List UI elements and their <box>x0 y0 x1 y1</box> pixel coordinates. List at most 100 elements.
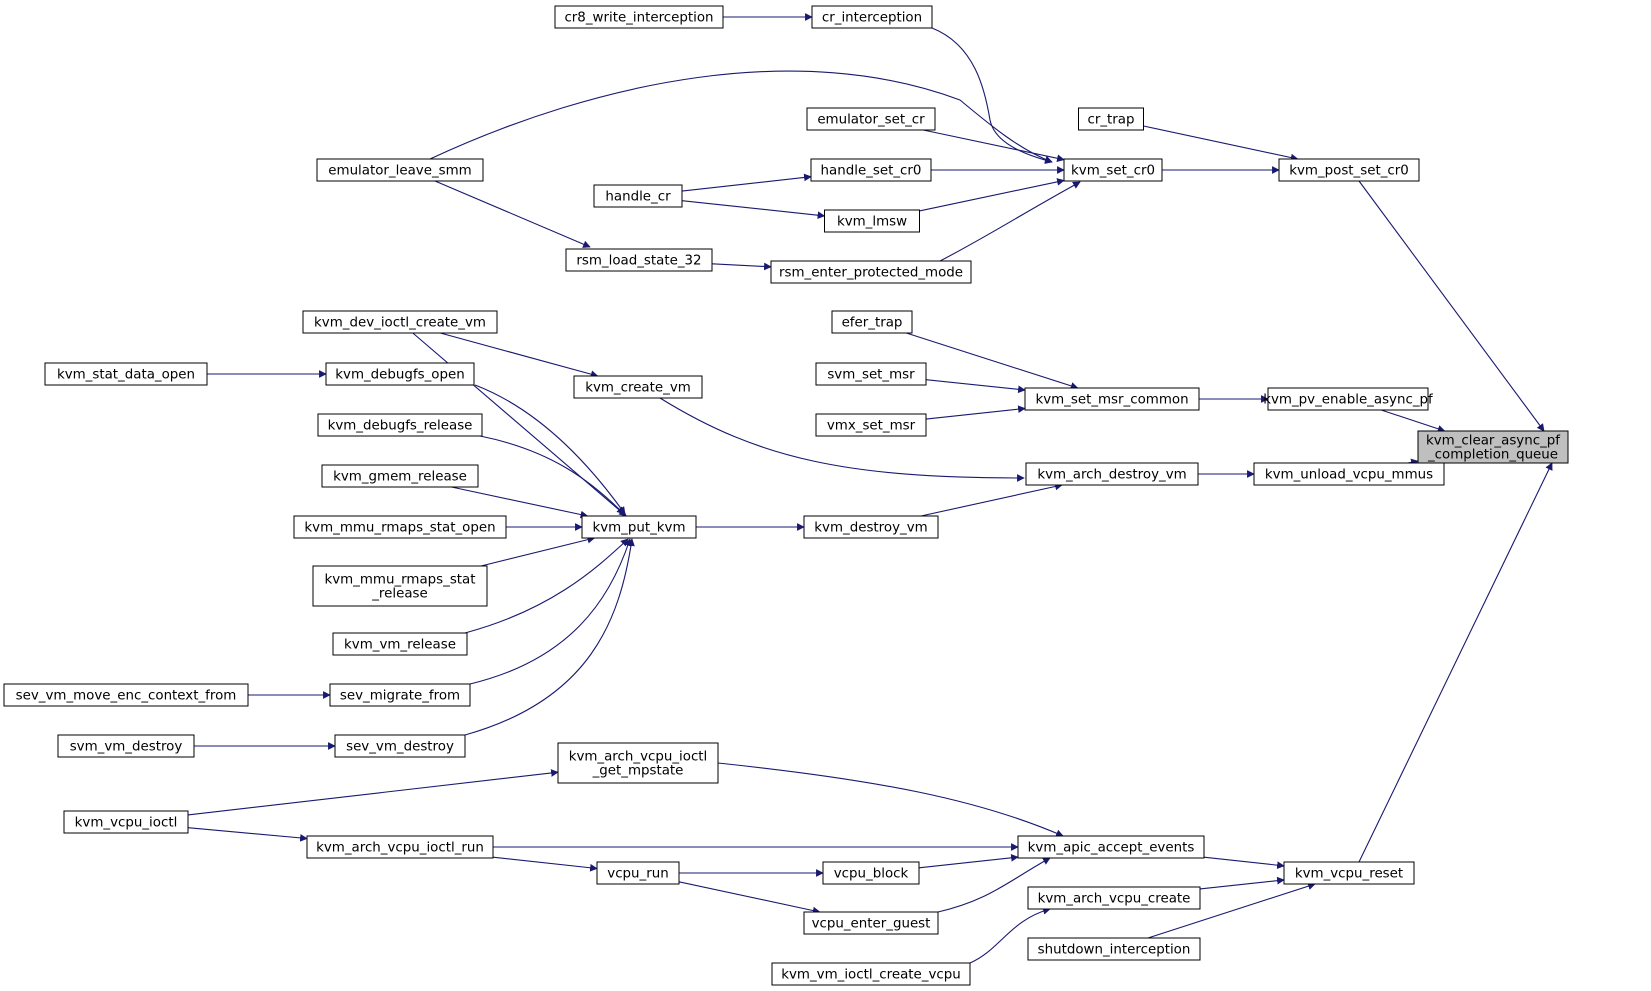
node-kvm_apic_accept_events[interactable]: kvm_apic_accept_events <box>1017 835 1205 859</box>
node-kvm_create_vm[interactable]: kvm_create_vm <box>573 375 703 399</box>
node-rsm_enter_protected_mode[interactable]: rsm_enter_protected_mode <box>770 260 972 284</box>
node-handle_cr[interactable]: handle_cr <box>593 184 683 208</box>
node-kvm_debugfs_release[interactable]: kvm_debugfs_release <box>317 413 483 437</box>
node-box <box>316 158 484 182</box>
node-label: svm_set_msr <box>827 368 915 383</box>
node-kvm_vm_release[interactable]: kvm_vm_release <box>332 632 468 656</box>
node-kvm_set_cr0[interactable]: kvm_set_cr0 <box>1063 158 1163 182</box>
node-kvm_vcpu_ioctl[interactable]: kvm_vcpu_ioctl <box>63 810 189 834</box>
node-box <box>329 683 471 707</box>
node-kvm_mmu_rmaps_stat_open[interactable]: kvm_mmu_rmaps_stat_open <box>293 515 507 539</box>
edge-handle_cr-to-handle_set_cr0 <box>681 173 812 192</box>
node-kvm_arch_vcpu_create[interactable]: kvm_arch_vcpu_create <box>1027 886 1201 910</box>
node-kvm_debugfs_open[interactable]: kvm_debugfs_open <box>325 362 475 386</box>
node-label: kvm_vcpu_ioctl <box>75 816 178 831</box>
node-label: kvm_set_cr0 <box>1071 164 1155 179</box>
node-label: kvm_set_msr_common <box>1035 393 1188 408</box>
node-box <box>573 375 703 399</box>
node-efer_trap[interactable]: efer_trap <box>831 310 913 334</box>
node-vcpu_enter_guest[interactable]: vcpu_enter_guest <box>803 911 939 935</box>
node-kvm_dev_ioctl_create_vm[interactable]: kvm_dev_ioctl_create_vm <box>302 310 498 334</box>
node-sev_vm_move_enc_context_from[interactable]: sev_vm_move_enc_context_from <box>3 683 249 707</box>
node-label: _release <box>371 587 428 602</box>
node-box <box>565 248 713 272</box>
node-emulator_set_cr[interactable]: emulator_set_cr <box>806 107 936 131</box>
edge-kvm_create_vm-to-kvm_arch_destroy_vm <box>659 397 1025 482</box>
node-svm_set_msr[interactable]: svm_set_msr <box>815 362 927 386</box>
node-box <box>811 5 933 29</box>
node-cr8_write_interception[interactable]: cr8_write_interception <box>554 5 724 29</box>
node-kvm_post_set_cr0[interactable]: kvm_post_set_cr0 <box>1278 158 1420 182</box>
node-vcpu_block[interactable]: vcpu_block <box>822 861 920 885</box>
node-label: kvm_apic_accept_events <box>1028 841 1195 856</box>
edge-kvm_pv_enable_async_pf-to-kvm_clear_async_pf_completion_queue <box>1381 409 1446 433</box>
node-kvm_vcpu_reset[interactable]: kvm_vcpu_reset <box>1283 861 1415 885</box>
node-kvm_clear_async_pf_completion_queue[interactable]: kvm_clear_async_pf_completion_queue <box>1417 430 1569 464</box>
node-box <box>1417 430 1569 464</box>
node-box <box>770 260 972 284</box>
node-box <box>302 310 498 334</box>
node-kvm_pv_enable_async_pf[interactable]: kvm_pv_enable_async_pf <box>1263 387 1433 411</box>
node-box <box>1024 387 1200 411</box>
node-label: _completion_queue <box>1427 448 1558 463</box>
edge-kvm_vcpu_ioctl-to-kvm_arch_vcpu_ioctl_get_mpstate <box>187 769 559 816</box>
node-box <box>1025 462 1199 486</box>
edge-kvm_debugfs_release-to-kvm_put_kvm <box>479 435 625 515</box>
node-box <box>325 362 475 386</box>
edge-svm_set_msr-to-kvm_set_msr_common <box>925 379 1026 394</box>
edge-kvm_arch_vcpu_ioctl_get_mpstate-to-kvm_apic_accept_events <box>717 762 1064 837</box>
node-shutdown_interception[interactable]: shutdown_interception <box>1027 937 1201 961</box>
node-label: vcpu_run <box>607 867 668 882</box>
edges-layer <box>187 13 1553 964</box>
node-vmx_set_msr[interactable]: vmx_set_msr <box>815 413 927 437</box>
node-box <box>334 734 466 758</box>
edge-kvm_mmu_rmaps_stat_release-to-kvm_put_kvm <box>480 535 596 567</box>
node-box <box>1017 835 1205 859</box>
node-cr_trap[interactable]: cr_trap <box>1078 107 1144 131</box>
node-kvm_arch_vcpu_ioctl_run[interactable]: kvm_arch_vcpu_ioctl_run <box>306 835 494 859</box>
node-box <box>63 810 189 834</box>
node-box <box>803 911 939 935</box>
node-label: sev_vm_destroy <box>346 740 454 755</box>
node-kvm_vm_ioctl_create_vcpu[interactable]: kvm_vm_ioctl_create_vcpu <box>771 962 971 986</box>
node-rsm_load_state_32[interactable]: rsm_load_state_32 <box>565 248 713 272</box>
edge-kvm_vm_ioctl_create_vcpu-to-kvm_arch_vcpu_create <box>969 907 1051 964</box>
edge-shutdown_interception-to-kvm_vcpu_reset <box>1147 882 1316 939</box>
node-emulator_leave_smm[interactable]: emulator_leave_smm <box>316 158 484 182</box>
node-box <box>1078 107 1144 131</box>
node-label: emulator_leave_smm <box>328 164 471 179</box>
node-vcpu_run[interactable]: vcpu_run <box>596 861 680 885</box>
node-kvm_unload_vcpu_mmus[interactable]: kvm_unload_vcpu_mmus <box>1253 462 1445 486</box>
node-label: kvm_mmu_rmaps_stat <box>324 573 475 588</box>
node-label: cr_trap <box>1087 113 1134 128</box>
node-label: rsm_load_state_32 <box>576 254 701 269</box>
edge-vmx_set_msr-to-kvm_set_msr_common <box>925 405 1026 420</box>
node-box <box>815 413 927 437</box>
edge-cr_trap-to-kvm_post_set_cr0 <box>1143 125 1299 162</box>
edge-emulator_set_cr-to-kvm_set_cr0 <box>923 129 1065 163</box>
node-kvm_stat_data_open[interactable]: kvm_stat_data_open <box>44 362 208 386</box>
edge-kvm_vm_release-to-kvm_put_kvm <box>464 538 629 634</box>
node-box <box>3 683 249 707</box>
node-kvm_arch_vcpu_ioctl_get_mpstate[interactable]: kvm_arch_vcpu_ioctl_get_mpstate <box>557 742 719 784</box>
node-svm_vm_destroy[interactable]: svm_vm_destroy <box>57 734 195 758</box>
node-kvm_lmsw[interactable]: kvm_lmsw <box>824 209 920 233</box>
node-kvm_arch_destroy_vm[interactable]: kvm_arch_destroy_vm <box>1025 462 1199 486</box>
node-label: kvm_arch_vcpu_create <box>1038 892 1191 907</box>
edge-kvm_debugfs_open-to-kvm_put_kvm <box>474 384 626 515</box>
node-handle_set_cr0[interactable]: handle_set_cr0 <box>810 158 932 182</box>
node-sev_vm_destroy[interactable]: sev_vm_destroy <box>334 734 466 758</box>
node-sev_migrate_from[interactable]: sev_migrate_from <box>329 683 471 707</box>
node-box <box>806 107 936 131</box>
node-kvm_set_msr_common[interactable]: kvm_set_msr_common <box>1024 387 1200 411</box>
node-label: svm_vm_destroy <box>70 740 183 755</box>
node-kvm_mmu_rmaps_stat_release[interactable]: kvm_mmu_rmaps_stat_release <box>312 565 488 607</box>
node-label: sev_migrate_from <box>340 689 460 704</box>
node-kvm_put_kvm[interactable]: kvm_put_kvm <box>581 515 697 539</box>
node-cr_interception[interactable]: cr_interception <box>811 5 933 29</box>
node-box <box>57 734 195 758</box>
node-kvm_destroy_vm[interactable]: kvm_destroy_vm <box>803 515 939 539</box>
edge-efer_trap-to-kvm_set_msr_common <box>906 332 1079 390</box>
edge-kvm_dev_ioctl_create_vm-to-kvm_create_vm <box>440 332 599 378</box>
node-kvm_gmem_release[interactable]: kvm_gmem_release <box>321 464 479 488</box>
